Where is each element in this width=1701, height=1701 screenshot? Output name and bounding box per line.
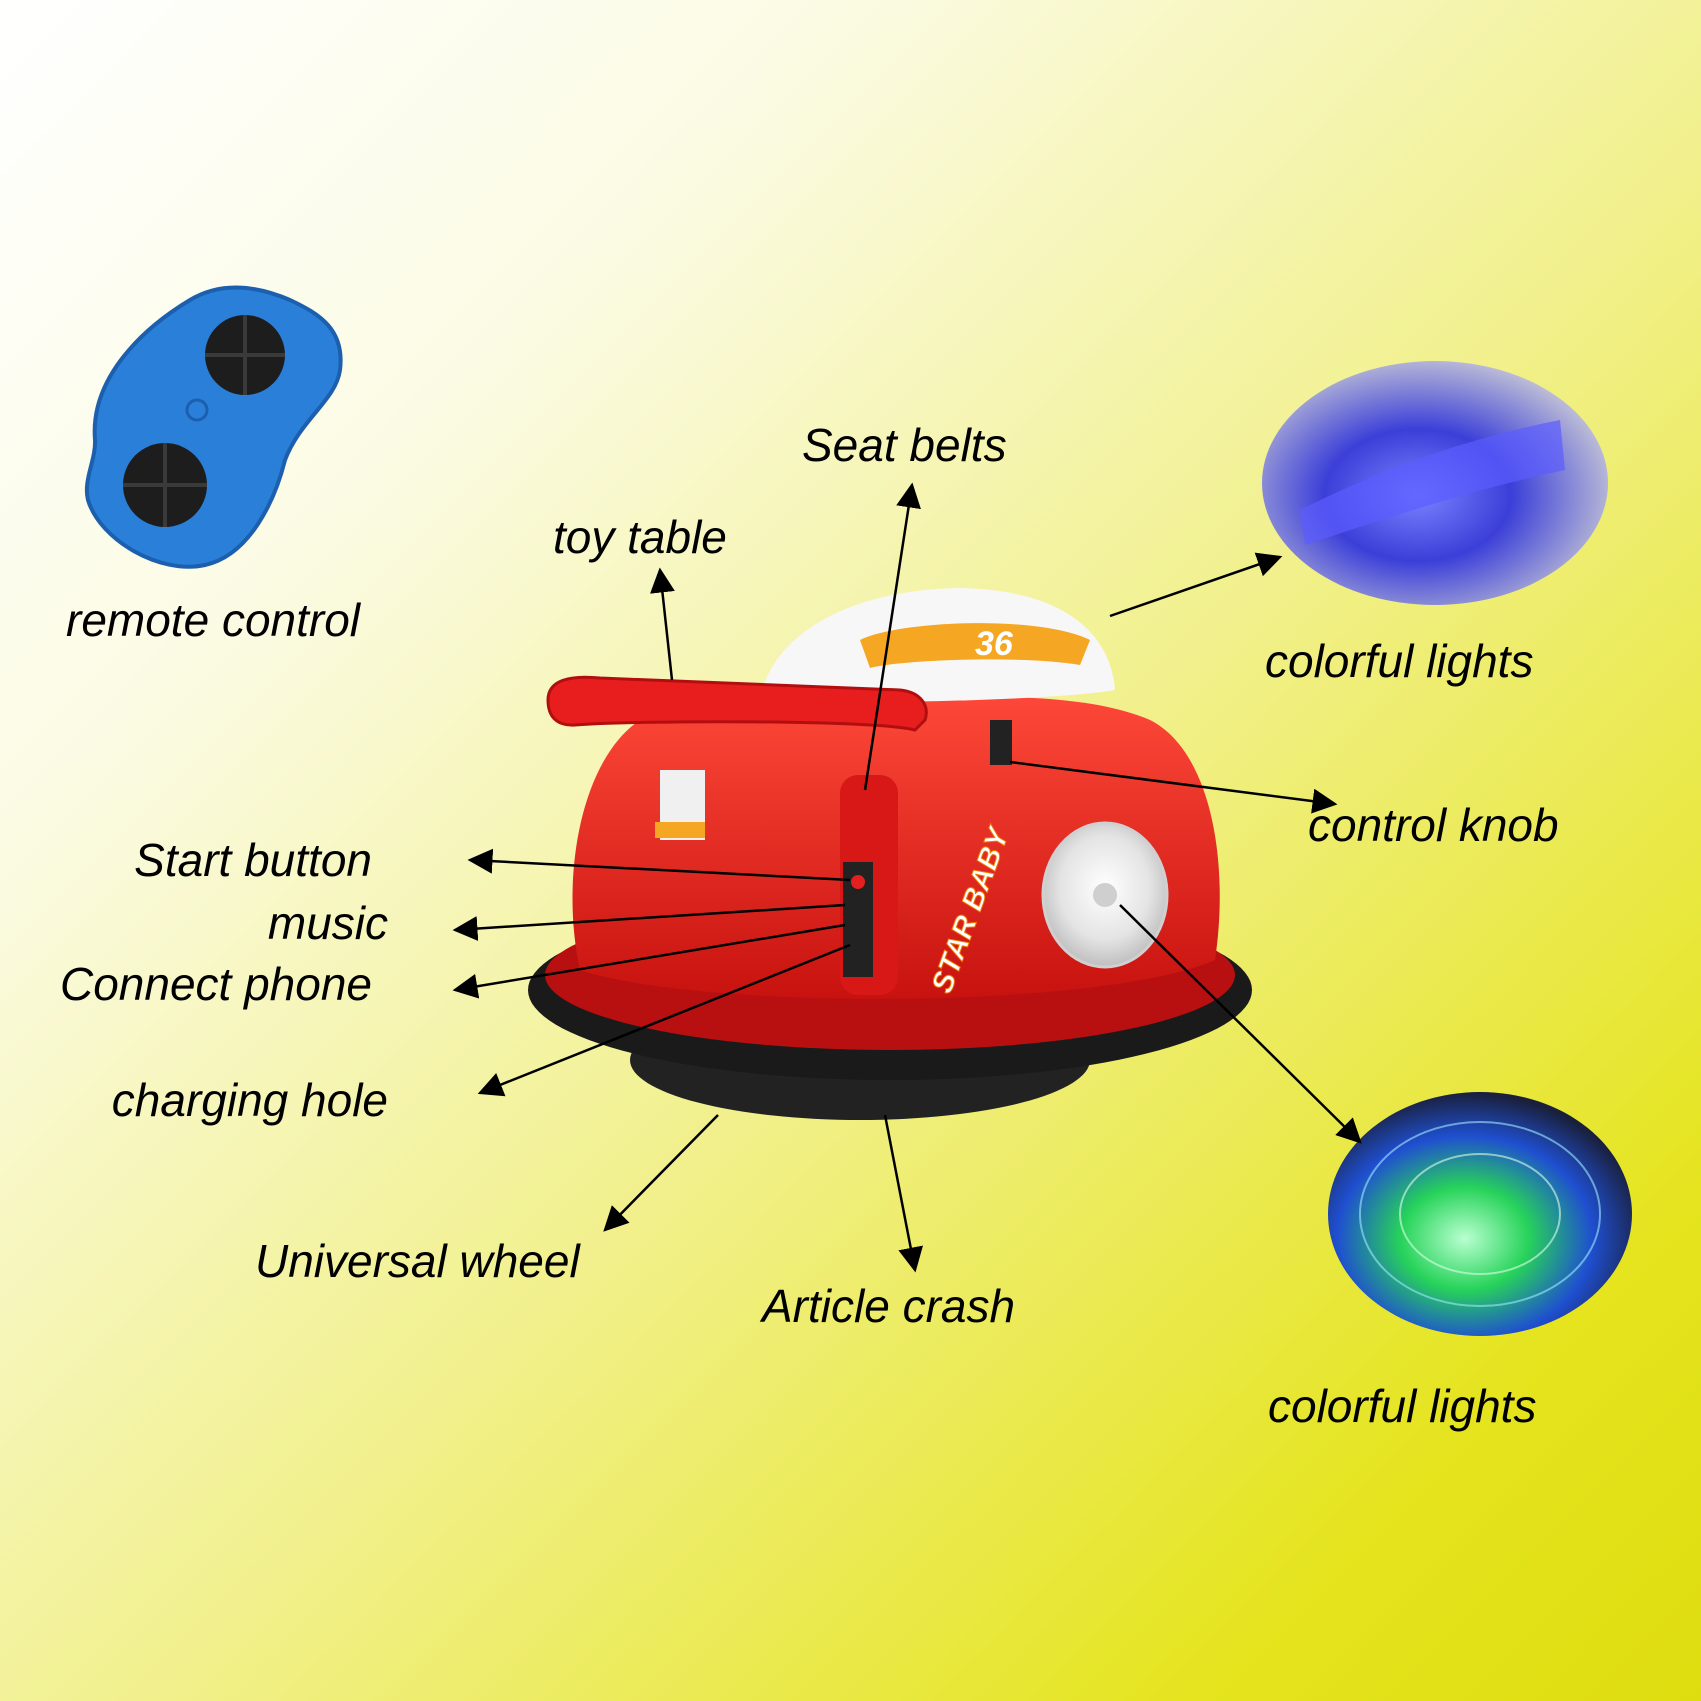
bumper-car-image: 36 STAR BABY xyxy=(528,588,1252,1120)
label-article-crash: Article crash xyxy=(762,1280,1016,1332)
label-control-knob: control knob xyxy=(1308,799,1559,851)
arrow-colorful-lights-top xyxy=(1109,552,1283,618)
label-remote-control: remote control xyxy=(66,594,361,646)
colorful-lights-bottom-image xyxy=(1328,1092,1632,1336)
car-number-decal: 36 xyxy=(975,625,1014,663)
label-charging-hole: charging hole xyxy=(111,1074,388,1126)
arrow-article-crash xyxy=(883,1114,923,1273)
label-colorful-lights-bottom: colorful lights xyxy=(1268,1380,1537,1432)
label-toy-table: toy table xyxy=(553,511,727,563)
arrow-seat-belts xyxy=(863,482,921,791)
label-music: music xyxy=(267,897,388,949)
remote-control-image xyxy=(84,285,343,569)
arrow-control-knob xyxy=(1009,760,1338,814)
leader-lines xyxy=(452,482,1362,1273)
arrow-universal-wheel xyxy=(603,1114,719,1232)
arrow-connect-phone xyxy=(452,923,846,999)
colorful-lights-top-image xyxy=(1262,361,1608,605)
arrow-music xyxy=(452,903,846,942)
label-start-button: Start button xyxy=(134,834,372,886)
label-colorful-lights-top: colorful lights xyxy=(1265,635,1534,687)
arrow-toy-table xyxy=(650,567,675,681)
arrow-colorful-lights-bottom xyxy=(1119,904,1362,1144)
label-seat-belts: Seat belts xyxy=(802,419,1007,471)
arrow-charging-hole xyxy=(477,943,851,1097)
arrow-start-button xyxy=(467,848,851,882)
label-connect-phone: Connect phone xyxy=(59,958,372,1010)
label-universal-wheel: Universal wheel xyxy=(255,1235,580,1287)
